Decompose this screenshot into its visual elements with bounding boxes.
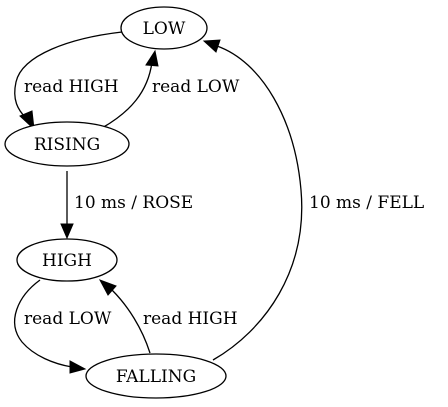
- edge-rising-to-low-line: [101, 61, 153, 129]
- edge-falling-to-low-label: 10 ms / FELL: [309, 193, 424, 213]
- node-falling: FALLING: [85, 353, 227, 399]
- node-low-label: LOW: [143, 19, 186, 39]
- edge-high-to-falling-line: [14, 279, 73, 368]
- edge-low-to-rising-line: [14, 31, 123, 119]
- edge-falling-to-high: read HIGH: [98, 279, 238, 354]
- node-falling-label: FALLING: [116, 367, 196, 387]
- edge-high-to-falling-label: read LOW: [24, 309, 112, 329]
- edge-rising-to-low-label: read LOW: [152, 77, 240, 97]
- edge-falling-to-high-arrow: [98, 279, 117, 296]
- node-falling-shape: [85, 353, 227, 399]
- edge-falling-to-high-line: [111, 289, 151, 354]
- node-high-shape: [16, 238, 118, 282]
- node-rising: RISING: [4, 121, 130, 167]
- node-low: LOW: [120, 6, 208, 50]
- edge-rising-to-low-arrow: [145, 49, 159, 67]
- edge-falling-to-high-label: read HIGH: [143, 309, 238, 329]
- node-high-label: HIGH: [42, 251, 92, 271]
- edge-high-to-falling: read LOW: [14, 279, 112, 374]
- node-rising-shape: [4, 121, 130, 167]
- edge-low-to-rising-label: read HIGH: [24, 77, 119, 97]
- edge-falling-to-low-arrow: [202, 39, 221, 53]
- edge-rising-to-high: 10 ms / ROSE: [60, 171, 193, 240]
- node-low-shape: [120, 6, 208, 50]
- node-rising-label: RISING: [34, 135, 100, 155]
- edge-falling-to-low: 10 ms / FELL: [202, 39, 424, 361]
- edge-low-to-rising: read HIGH: [14, 31, 123, 131]
- edge-low-to-rising-arrow: [19, 110, 35, 131]
- edge-rising-to-low: read LOW: [101, 49, 240, 129]
- edge-high-to-falling-arrow: [69, 360, 87, 374]
- edge-rising-to-high-arrow: [60, 223, 74, 240]
- edge-falling-to-low-line: [212, 45, 303, 361]
- node-high: HIGH: [16, 238, 118, 282]
- edge-rising-to-high-label: 10 ms / ROSE: [74, 193, 193, 213]
